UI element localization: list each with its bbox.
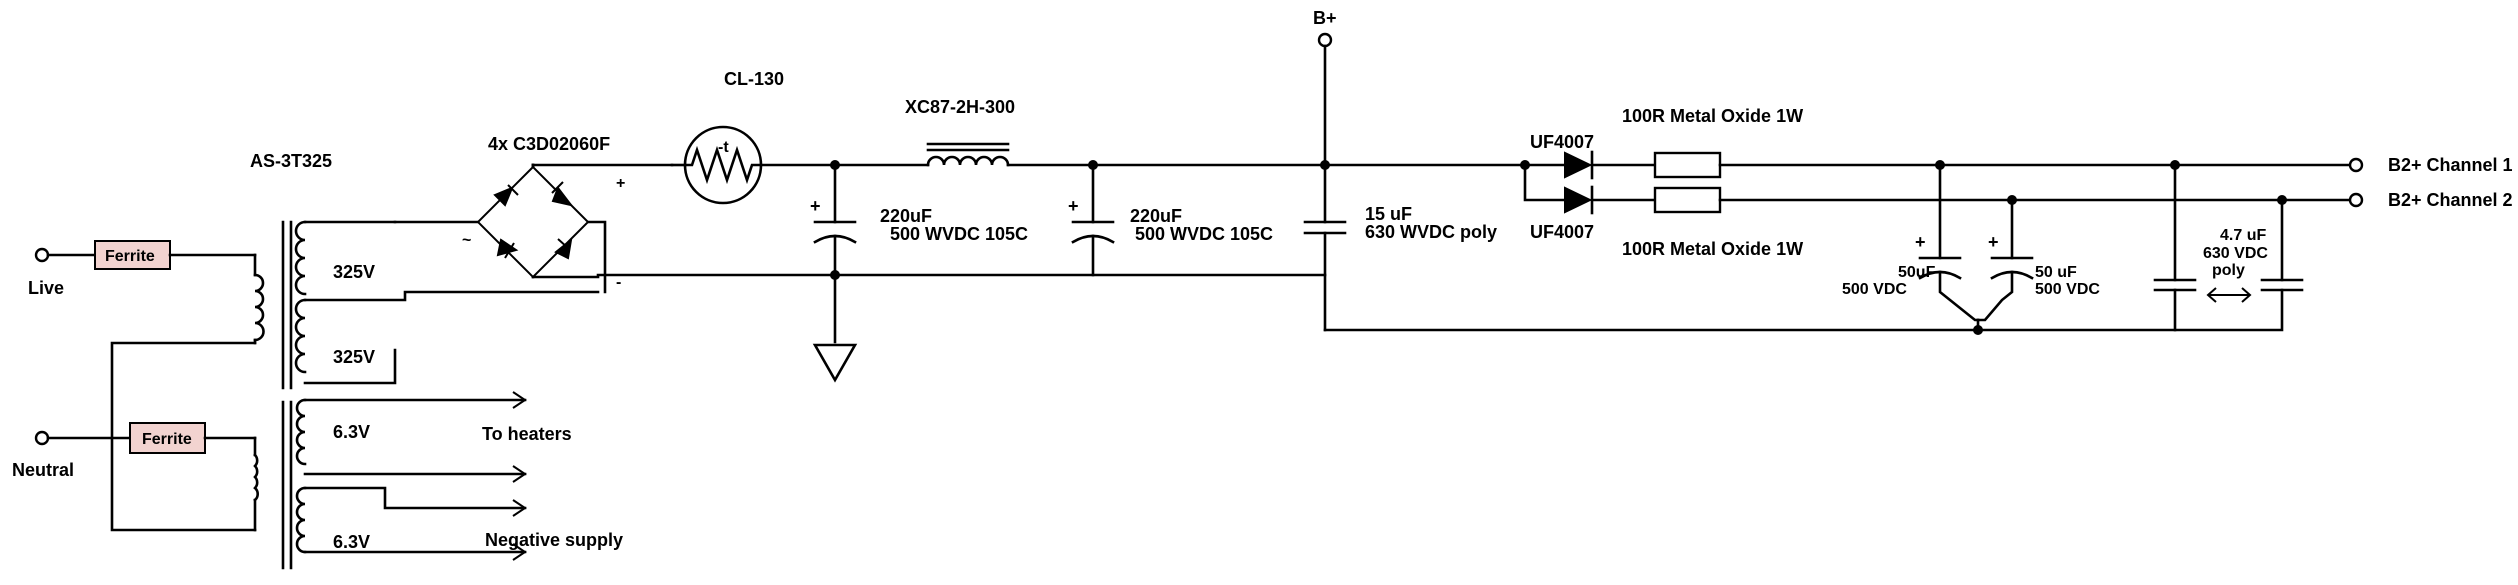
- ferrite-bottom-label: Ferrite: [142, 431, 192, 448]
- thermistor-t-label: -t: [718, 139, 729, 156]
- positive-rail-start: [531, 163, 674, 169]
- output-diodes-resistors: UF4007 UF4007 100R Metal Oxide 1W 100R M…: [1323, 106, 2352, 259]
- bridge-minus-label: -: [616, 274, 621, 291]
- to-heaters-label: To heaters: [482, 424, 572, 444]
- resistor-top: [1653, 151, 1722, 179]
- live-terminal: [34, 247, 50, 263]
- cap3-rating: 630 WVDC poly: [1365, 222, 1497, 242]
- bridge-rectifier: 4x C3D02060F ~ + -: [393, 134, 625, 294]
- heater-1-voltage: 6.3V: [333, 422, 370, 442]
- ferrite-top-label: Ferrite: [105, 248, 155, 265]
- bplus-terminal: [1317, 32, 1333, 48]
- channel2-terminal: [2348, 192, 2364, 208]
- diode-top-label: UF4007: [1530, 132, 1594, 152]
- cap4-value: 50uF: [1898, 264, 1936, 281]
- cap6-type: poly: [2212, 262, 2245, 279]
- cap1-value: 220uF: [880, 206, 932, 226]
- secondary-2-voltage: 325V: [333, 347, 375, 367]
- primary-winding-top: [253, 273, 265, 342]
- cap1-rating: 500 WVDC 105C: [890, 224, 1028, 244]
- cap5-value: 50 uF: [2035, 264, 2077, 281]
- resistor-bottom-label: 100R Metal Oxide 1W: [1622, 239, 1803, 259]
- cap4-plus: +: [1915, 232, 1926, 252]
- cap4-rating: 500 VDC: [1842, 281, 1907, 298]
- bridge-ac-label: ~: [462, 232, 471, 249]
- filter-cap-2: + 220uF 500 WVDC 105C: [1068, 160, 1273, 277]
- bplus-label: B+: [1313, 8, 1337, 28]
- thermistor-label: CL-130: [724, 69, 784, 89]
- hv-secondary-1: [294, 220, 307, 296]
- channel2-label: B2+ Channel 2: [2388, 190, 2513, 210]
- bplus-node: B+ 15 uF 630 WVDC poly: [1303, 8, 2284, 332]
- cap6-value: 4.7 uF: [2220, 227, 2266, 244]
- resistor-top-label: 100R Metal Oxide 1W: [1622, 106, 1803, 126]
- filter-choke: XC87-2H-300: [833, 97, 1327, 167]
- hv-secondary-2: [294, 298, 307, 374]
- heater-secondary-2: [295, 486, 307, 554]
- ground-rail: [531, 273, 1327, 279]
- cap3-value: 15 uF: [1365, 204, 1412, 224]
- cap6-rating: 630 VDC: [2203, 245, 2268, 262]
- filter-cap-1: + 220uF 500 WVDC 105C: [810, 160, 1028, 383]
- cap2-plus: +: [1068, 196, 1079, 216]
- neutral-terminal: [34, 430, 50, 446]
- secondary-1-voltage: 325V: [333, 262, 375, 282]
- bridge-plus-label: +: [616, 175, 625, 192]
- cap1-plus: +: [810, 196, 821, 216]
- channel1-terminal: [2348, 157, 2364, 173]
- heater-secondary-1: [295, 398, 307, 466]
- cap5-rating: 500 VDC: [2035, 281, 2100, 298]
- diode-bottom-label: UF4007: [1530, 222, 1594, 242]
- cap2-value: 220uF: [1130, 206, 1182, 226]
- neutral-label: Neutral: [12, 460, 74, 480]
- negative-supply-label: Negative supply: [485, 530, 623, 550]
- heater-2-voltage: 6.3V: [333, 532, 370, 552]
- diode-top: [1564, 151, 1593, 179]
- inrush-thermistor: CL-130 -t: [670, 69, 837, 205]
- ferrite-bead-bottom: [129, 422, 206, 454]
- bridge-label: 4x C3D02060F: [488, 134, 610, 154]
- diode-bottom: [1564, 186, 1593, 214]
- primary-winding-bottom: [253, 453, 259, 502]
- transformer-label: AS-3T325: [250, 151, 332, 171]
- channel1-label: B2+ Channel 1: [2388, 155, 2513, 175]
- cap5-plus: +: [1988, 232, 1999, 252]
- cap2-rating: 500 WVDC 105C: [1135, 224, 1273, 244]
- power-transformer: AS-3T325 325V 325V 6.3V 6.3V To heaters …: [250, 151, 623, 570]
- choke-label: XC87-2H-300: [905, 97, 1015, 117]
- mains-input: Live Ferrite Neutral Ferrite: [12, 240, 257, 532]
- output-caps: + 50uF 500 VDC + 50 uF 500 VDC 4.7 uF 63…: [1842, 160, 2304, 335]
- live-label: Live: [28, 278, 64, 298]
- ground-symbol: [812, 343, 858, 383]
- resistor-bottom: [1653, 186, 1722, 214]
- output-terminals: B2+ Channel 1 B2+ Channel 2: [2348, 155, 2513, 210]
